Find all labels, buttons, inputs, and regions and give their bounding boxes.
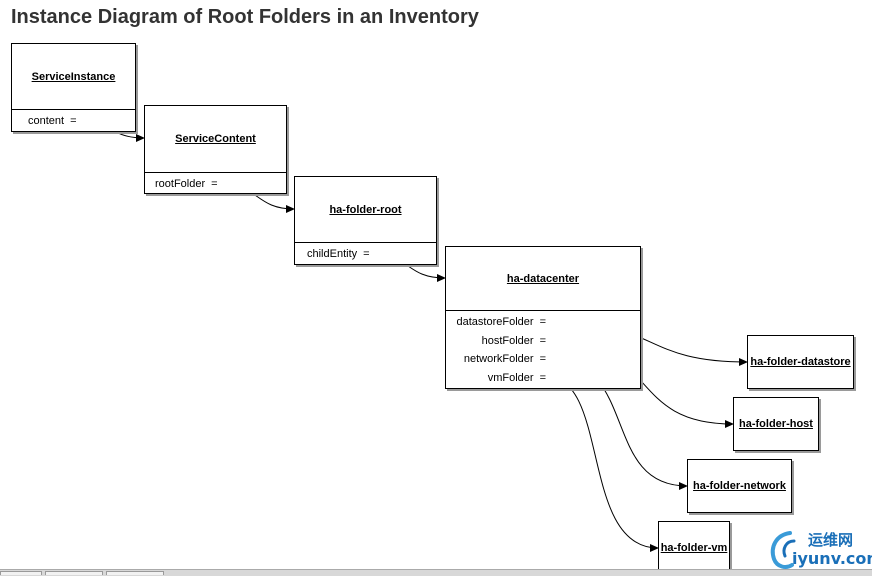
prop-networkfolder: networkFolder= [463, 353, 546, 365]
node-title: ha-folder-network [693, 480, 786, 492]
sheet-tab[interactable] [0, 571, 42, 575]
sheet-tab[interactable] [45, 571, 103, 575]
node-service-content: ServiceContent rootFolder= [144, 105, 287, 194]
bottom-scroll-strip [0, 569, 872, 576]
prop-vmfolder: vmFolder= [487, 372, 546, 384]
prop-content: content= [28, 115, 77, 127]
node-title: ha-folder-vm [660, 542, 728, 554]
node-ha-folder-network: ha-folder-network [687, 459, 792, 513]
watermark-en: iyunv.com [792, 549, 872, 568]
edge-vmfolder [546, 376, 659, 552]
divider [145, 172, 286, 173]
page-title: Instance Diagram of Root Folders in an I… [11, 6, 479, 28]
node-title: ha-folder-root [329, 203, 402, 216]
node-title: ServiceInstance [31, 70, 116, 83]
prop-hostfolder: hostFolder= [481, 335, 546, 347]
node-title: ha-folder-datastore [750, 356, 851, 368]
node-ha-folder-datastore: ha-folder-datastore [747, 335, 854, 389]
watermark-cn: 运维网 [808, 531, 854, 549]
node-ha-folder-root: ha-folder-root childEntity= [294, 176, 437, 265]
node-ha-datacenter: ha-datacenter datastoreFolder= hostFolde… [445, 246, 641, 389]
node-service-instance: ServiceInstance content= [11, 43, 136, 132]
prop-datastorefolder: datastoreFolder= [456, 316, 546, 328]
node-ha-folder-host: ha-folder-host [733, 397, 819, 451]
logo-swirl-icon [770, 531, 796, 569]
prop-childentity: childEntity= [307, 248, 370, 260]
divider [446, 310, 640, 311]
node-title: ServiceContent [175, 133, 256, 145]
node-title: ha-folder-host [739, 418, 813, 430]
watermark-logo: 运维网 iyunv.com [766, 527, 872, 571]
sheet-tab[interactable] [106, 571, 164, 575]
prop-rootfolder: rootFolder= [155, 178, 218, 190]
node-title: ha-datacenter [506, 272, 580, 285]
node-ha-folder-vm: ha-folder-vm [658, 521, 730, 575]
divider [12, 109, 135, 110]
divider [295, 242, 436, 243]
